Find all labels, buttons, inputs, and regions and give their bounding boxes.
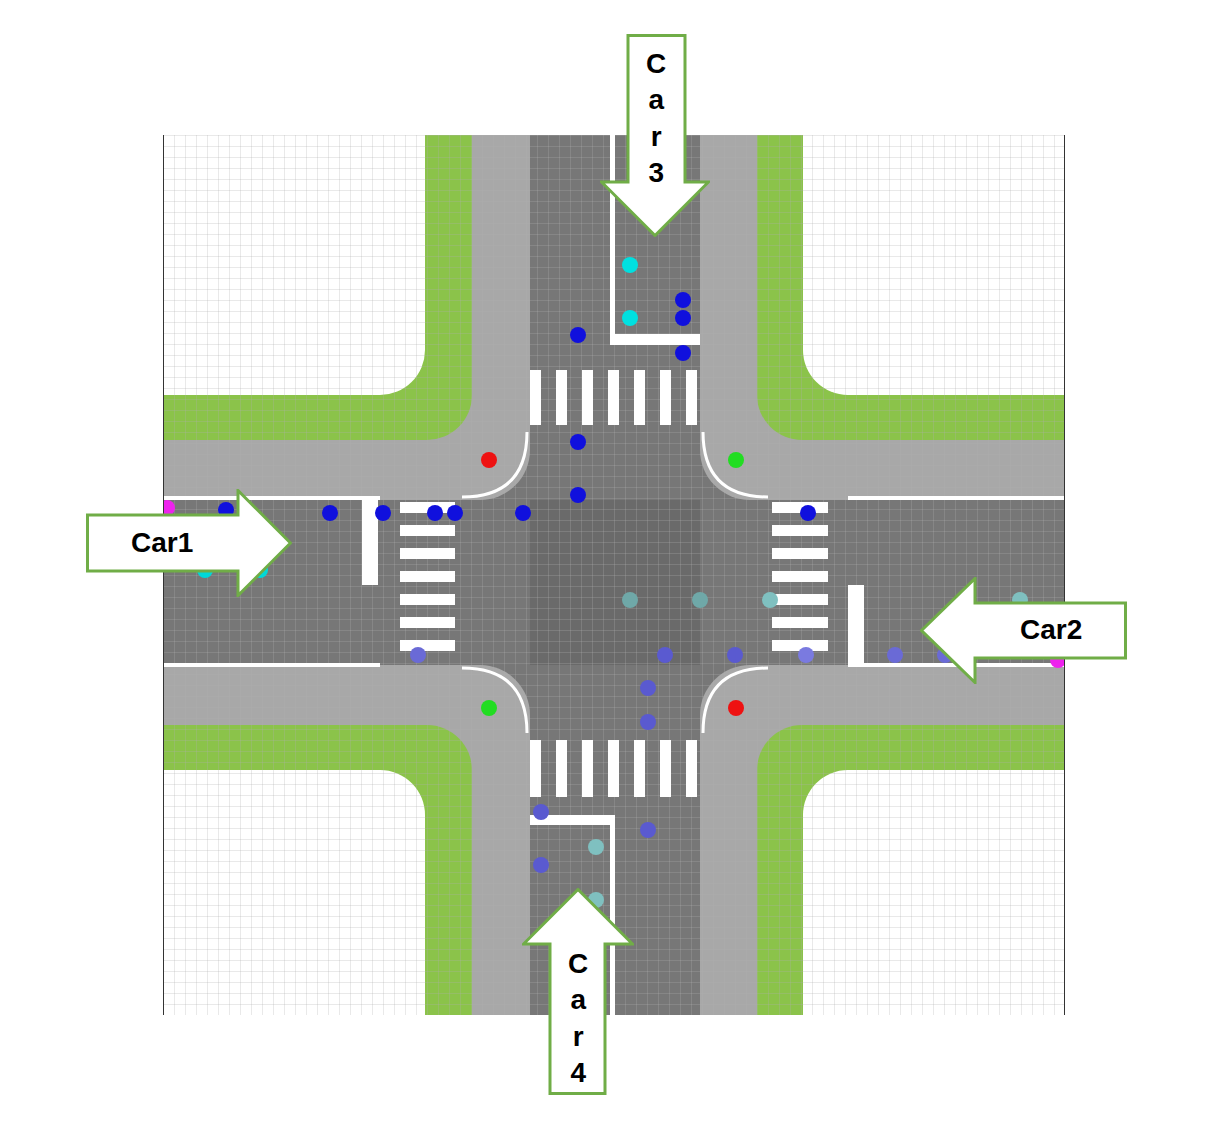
- car-arrow: Car1: [86, 489, 292, 597]
- car-arrow: Car4: [522, 888, 634, 1095]
- car-label: Car2: [1020, 614, 1082, 646]
- car-arrow: Car2: [920, 577, 1127, 684]
- car-label: Car1: [131, 527, 193, 559]
- car-arrow: Car3: [600, 34, 710, 237]
- car-label: Car3: [645, 46, 667, 192]
- car-label: Car4: [567, 946, 589, 1092]
